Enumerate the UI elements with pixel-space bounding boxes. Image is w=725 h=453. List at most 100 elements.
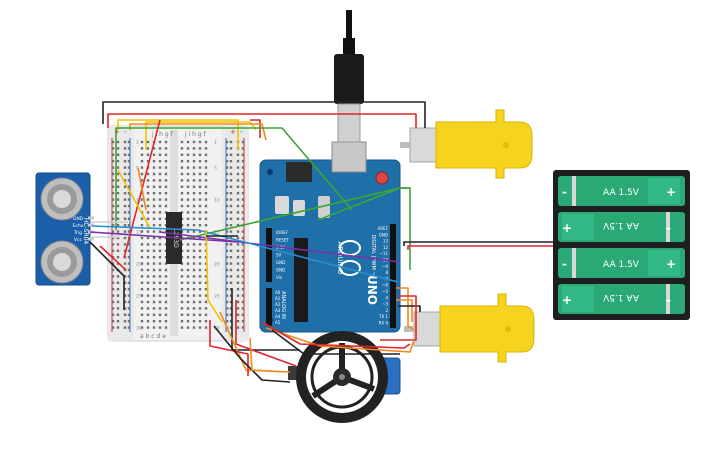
wire-orange-right-2 xyxy=(396,299,413,322)
rail-plus-label-right: + xyxy=(230,128,236,136)
wire-black-sensor xyxy=(89,241,125,310)
breadboard-row-number: 1 xyxy=(214,140,217,146)
gear-motor-top xyxy=(400,109,533,179)
power-pin-label: RESET xyxy=(276,238,289,243)
sensor-pin-label: Trig xyxy=(73,230,82,236)
sensor-pin xyxy=(88,223,94,227)
digital-pin-label: ~9 xyxy=(382,264,388,269)
sensor-pin xyxy=(88,237,94,241)
battery-cell-label: AA 1.5V xyxy=(602,220,639,230)
wire-orange-bottom xyxy=(249,337,287,373)
digital-pin-label: GND xyxy=(379,232,388,237)
digital-pin-label: 8 xyxy=(385,270,388,275)
wire-orange-diag xyxy=(137,167,147,211)
sensor-pin-label: GND xyxy=(73,216,84,222)
digital-pin-label: ~11 xyxy=(380,251,389,256)
atmega-chip xyxy=(294,238,308,322)
analog-header xyxy=(266,288,272,326)
breadboard-row-number: 20 xyxy=(214,262,220,268)
analog-pin-label: A1 xyxy=(275,296,281,301)
battery-cell: + - AA 1.5V xyxy=(558,212,685,242)
breadboard-row-number: 25 xyxy=(214,294,220,300)
battery-pack: -+AA 1.5V+-AA 1.5V-+AA 1.5V+-AA 1.5V xyxy=(553,170,690,320)
analog-pin-label: A0 xyxy=(275,290,281,295)
analog-pin-label: A5 xyxy=(275,320,281,325)
power-pin-label: Vin xyxy=(276,275,283,280)
battery-cell-label: AA 1.5V xyxy=(603,260,640,270)
wire-yellow-1 xyxy=(117,119,239,150)
power-pin-label: 5V xyxy=(276,253,282,258)
rail-plus-label: + xyxy=(114,128,120,136)
breadboard-top-letters-right: j i h g f xyxy=(184,131,207,138)
reset-button[interactable] xyxy=(375,171,389,185)
arduino-brand: ARDUINO xyxy=(336,242,344,275)
breadboard-row-number: 1 xyxy=(136,140,139,146)
wire-yellow-diag xyxy=(117,169,151,229)
sensor-model-label: HC-SR04 xyxy=(82,218,89,245)
wires xyxy=(89,101,553,383)
wire-black-battery xyxy=(403,241,553,246)
sensor-pin-label: Vcc xyxy=(74,237,83,243)
digital-header xyxy=(390,224,396,328)
wire-black-bottom xyxy=(213,325,291,383)
digital-pin-label: 4 xyxy=(385,295,388,300)
wire-orange-arduino-bottom xyxy=(265,327,415,353)
wire-purple-2 xyxy=(159,231,401,263)
battery-cell: - + AA 1.5V xyxy=(558,176,685,206)
crystal xyxy=(318,196,330,218)
power-pin-label: GND xyxy=(276,268,285,273)
gear-motor-bottom xyxy=(404,293,535,363)
breadboard-row-number: 20 xyxy=(136,262,142,268)
battery-cells: -+AA 1.5V+-AA 1.5V-+AA 1.5V+-AA 1.5V xyxy=(558,176,685,314)
wire-black-arduino-bottom xyxy=(271,329,400,355)
wire-orange-1 xyxy=(129,123,267,141)
battery-symbol-right: - xyxy=(666,221,671,235)
digital-pin-label: 2 xyxy=(385,308,388,313)
wire-red-right xyxy=(380,295,417,341)
wire-orange-right-1 xyxy=(396,287,415,331)
wire-red-sensor xyxy=(99,245,127,271)
wire-purple-1 xyxy=(89,231,239,243)
battery-cell-label: AA 1.5V xyxy=(603,188,640,198)
digital-pin-label: TX 1 xyxy=(378,314,388,319)
battery-symbol-right: + xyxy=(666,185,676,199)
capacitor-1 xyxy=(275,196,289,214)
battery-symbol-right: - xyxy=(666,293,671,307)
breadboard-row-number: 5 xyxy=(214,166,217,172)
battery-symbol-left: + xyxy=(562,221,572,235)
battery-cell: +-AA 1.5V xyxy=(558,284,685,314)
breadboard-row-number: 10 xyxy=(214,198,220,204)
battery-symbol-left: - xyxy=(562,257,567,271)
wire-yellow-2 xyxy=(145,121,257,150)
battery-symbol-left: + xyxy=(562,293,572,307)
battery-cell: -+AA 1.5V xyxy=(558,248,685,278)
rail-minus-label: - xyxy=(124,128,127,136)
wire-green-1 xyxy=(115,127,353,230)
power-pin-label: IOREF xyxy=(276,230,289,235)
wire-green-arduino xyxy=(317,187,410,221)
wire-yellow-bb xyxy=(205,229,223,323)
breadboard-holes xyxy=(111,140,245,329)
breadboard-row-number: 30 xyxy=(136,326,142,332)
sensor-pin xyxy=(88,216,94,220)
battery-symbol-left: - xyxy=(562,185,567,199)
analog-pin-label: A4 xyxy=(275,314,281,319)
sensor-pin-label: Echo xyxy=(73,223,84,229)
breadboard-row-number: 15 xyxy=(214,230,220,236)
breadboard-bottom-letters: a b c d e xyxy=(140,333,166,340)
analog-pin-label: A3 xyxy=(275,308,281,313)
digital-pin-label: ~3 xyxy=(382,302,388,307)
wire-red-battery xyxy=(407,245,553,250)
analog-pin-label: A2 xyxy=(275,302,281,307)
usb-cable xyxy=(334,10,364,143)
analog-header-label: ANALOG IN xyxy=(280,291,286,319)
wheel xyxy=(296,331,388,423)
wire-red-arduino-bottom xyxy=(261,321,411,349)
breadboard-row-number: 15 xyxy=(136,230,142,236)
wire-red-top xyxy=(107,113,417,128)
wire-red-short xyxy=(250,119,261,138)
digital-pin-label: ~6 xyxy=(382,283,388,288)
